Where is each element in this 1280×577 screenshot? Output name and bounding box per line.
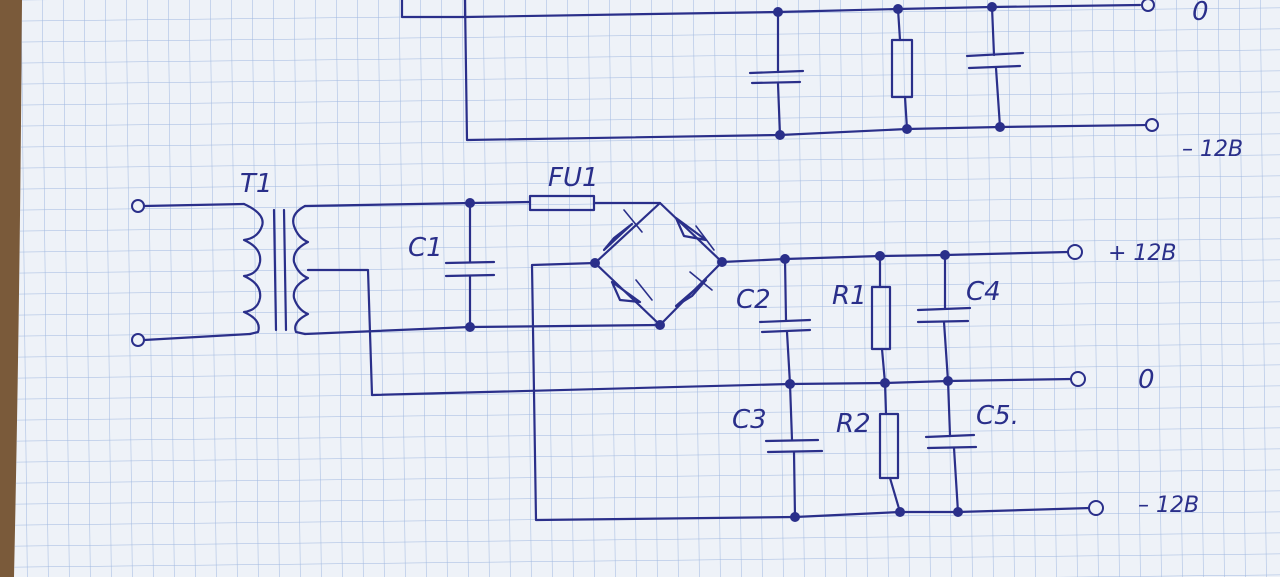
grid-lines xyxy=(14,0,1280,577)
fuse-fu1 xyxy=(468,194,662,212)
c3-label: C3 xyxy=(732,405,767,435)
capacitor-c3 xyxy=(764,379,824,522)
r2-label: R2 xyxy=(836,409,871,439)
top-zero-label: 0 xyxy=(1192,0,1209,27)
diode-bridge xyxy=(468,201,797,522)
c2-label: C2 xyxy=(736,285,771,315)
resistor-r2 xyxy=(878,378,905,517)
r1-label: R1 xyxy=(832,281,867,311)
top-minus12-label: – 12B xyxy=(1182,137,1243,162)
capacitor-c2 xyxy=(758,254,812,386)
capacitor-c4 xyxy=(916,250,972,383)
resistor-r1 xyxy=(870,251,892,385)
fu1-label: FU1 xyxy=(548,163,599,193)
capacitor-c5 xyxy=(924,376,978,517)
c4-label: C4 xyxy=(966,277,1001,307)
transformer-t1 xyxy=(131,199,472,397)
c5-label: C5. xyxy=(976,401,1019,431)
zero-label: 0 xyxy=(1138,365,1155,395)
plus12-label: + 12B xyxy=(1108,241,1177,266)
c1-label: C1 xyxy=(408,233,443,263)
top-circuit xyxy=(400,0,1159,142)
t1-label: T1 xyxy=(240,169,272,199)
minus12-label: – 12B xyxy=(1138,493,1199,518)
capacitor-c1 xyxy=(444,198,496,332)
